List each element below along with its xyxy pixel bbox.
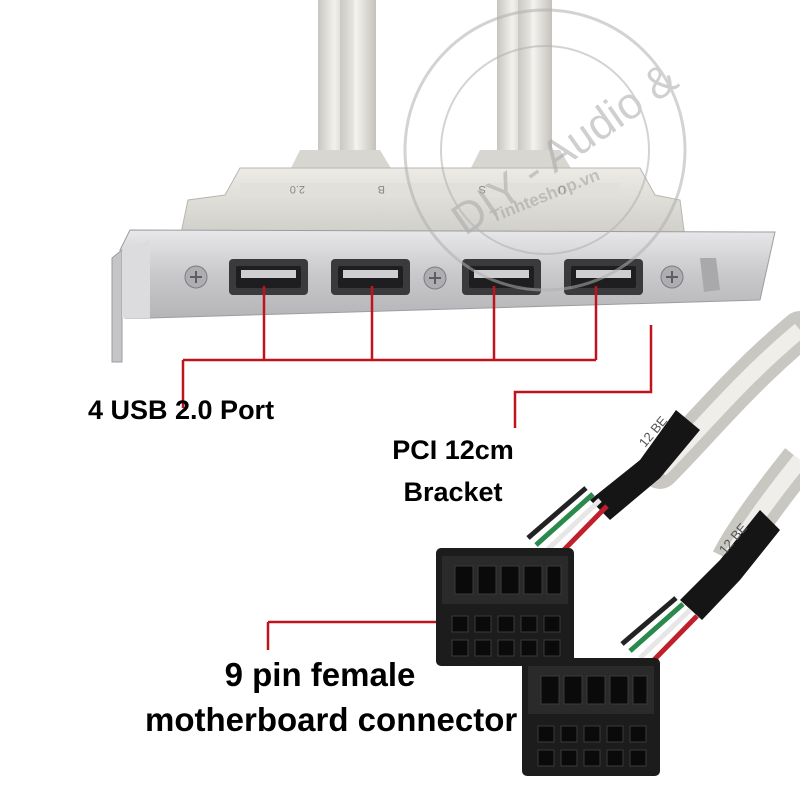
connector-label-line1: 9 pin female xyxy=(224,656,416,693)
screws xyxy=(184,265,684,290)
pin-connector-2 xyxy=(522,658,660,776)
bracket-label-line1: PCI 12cm xyxy=(392,435,514,465)
pci-bracket xyxy=(111,229,776,363)
connector-label-line2: motherboard connector xyxy=(145,701,518,738)
lower-cables: 12 BE 12 BE xyxy=(526,311,800,668)
top-cables xyxy=(290,0,572,170)
callout-line-bracket xyxy=(513,325,653,428)
bracket-label-line2: Bracket xyxy=(403,477,503,507)
bracket-marking-u: U xyxy=(558,183,566,195)
usb-port-1 xyxy=(229,259,308,295)
screw-icon xyxy=(660,265,684,289)
bracket-marking-20: 2.0 xyxy=(290,183,305,195)
bracket-marking-b: B xyxy=(378,183,385,195)
screw-icon xyxy=(423,266,447,290)
usb-port-2 xyxy=(331,259,410,295)
usb-port-3 xyxy=(462,259,541,295)
callout-line-usb xyxy=(181,286,598,408)
bracket-label: PCI 12cm Bracket xyxy=(373,429,533,513)
connector-label: 9 pin female motherboard connector xyxy=(145,652,518,742)
colored-wires-2 xyxy=(620,596,699,668)
callout-lines xyxy=(181,286,653,650)
pin-connector-1 xyxy=(436,548,574,666)
usb-housing: 2.0 B S U xyxy=(179,167,686,239)
usb-port-label: 4 USB 2.0 Port xyxy=(88,395,275,425)
callout-line-connector xyxy=(266,620,436,650)
bracket-marking-s: S xyxy=(479,183,486,195)
screw-icon xyxy=(184,265,208,289)
